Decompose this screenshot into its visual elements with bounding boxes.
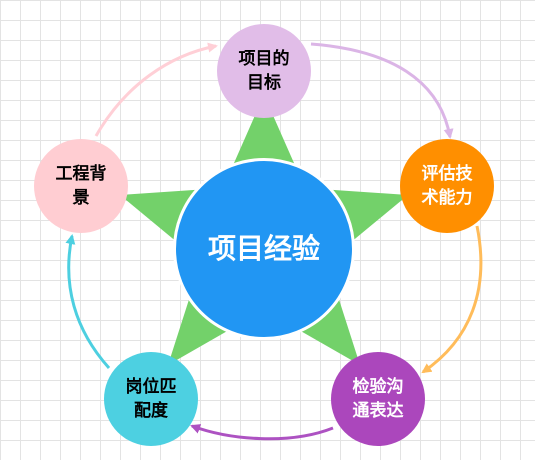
node-engineering-background: 工程背 景 xyxy=(34,139,128,233)
center-label: 项目经验 xyxy=(207,232,320,265)
node-engineering-background-line2: 景 xyxy=(72,188,90,208)
node-project-goal-line2: 目标 xyxy=(247,73,281,93)
node-job-fit: 岗位匹 配度 xyxy=(104,352,198,446)
node-tech-skill-line2: 术能力 xyxy=(421,188,473,208)
node-project-goal-line1: 项目的 xyxy=(238,49,290,69)
arrow-comm-to-fit xyxy=(190,424,334,441)
arrow-skill-to-comm xyxy=(421,225,483,374)
node-job-fit-line1: 岗位匹 xyxy=(125,377,177,397)
arrow-fit-to-background xyxy=(65,234,111,369)
arrow-goal-to-skill xyxy=(310,42,454,139)
node-project-goal: 项目的 目标 xyxy=(217,24,311,118)
node-project-experience: 项目经验 xyxy=(173,158,355,340)
node-communication: 检验沟 通表达 xyxy=(331,352,425,446)
node-communication-line2: 通表达 xyxy=(352,401,404,421)
node-communication-line1: 检验沟 xyxy=(352,377,404,397)
node-tech-skill: 评估技 术能力 xyxy=(400,139,494,233)
node-tech-skill-line1: 评估技 xyxy=(421,164,473,184)
arrow-background-to-goal xyxy=(94,42,218,137)
node-job-fit-line2: 配度 xyxy=(134,401,168,421)
node-engineering-background-line1: 工程背 xyxy=(55,164,107,184)
